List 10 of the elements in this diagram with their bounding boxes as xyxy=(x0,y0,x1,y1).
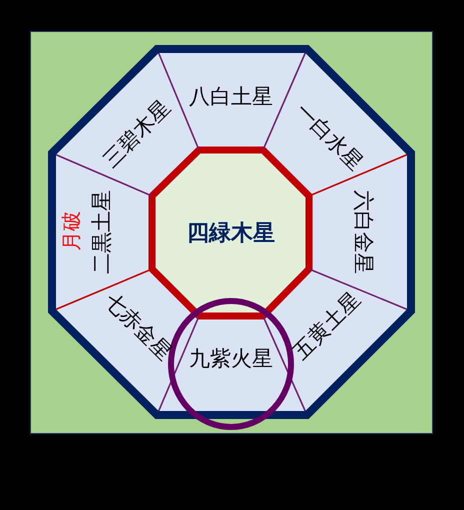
star-name: 三碧木星 xyxy=(100,96,174,172)
star-name: 七赤金星 xyxy=(100,290,176,364)
star-name: 五黄土星 xyxy=(290,288,364,364)
side-note: 月破 xyxy=(61,211,81,251)
star-name: 九紫火星 xyxy=(189,348,273,370)
star-name: 八白土星 xyxy=(189,86,273,108)
star-name: 二黒土星 xyxy=(92,190,112,274)
star-name: 一白水星 xyxy=(292,100,366,174)
star-name: 六白金星 xyxy=(352,190,374,274)
center-star-name: 四緑木星 xyxy=(187,222,275,244)
